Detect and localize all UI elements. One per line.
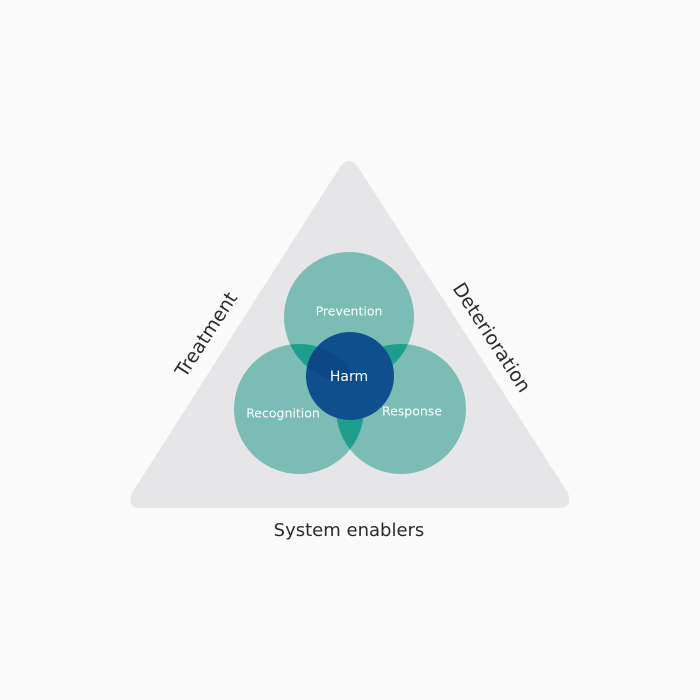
label-harm: Harm bbox=[330, 369, 368, 385]
label-response: Response bbox=[382, 404, 442, 419]
circle-harm bbox=[306, 332, 394, 420]
bottom-label-system-enablers: System enablers bbox=[274, 520, 425, 541]
harm-inner-overlap bbox=[306, 344, 364, 382]
label-prevention: Prevention bbox=[316, 304, 383, 319]
label-recognition: Recognition bbox=[246, 406, 320, 421]
